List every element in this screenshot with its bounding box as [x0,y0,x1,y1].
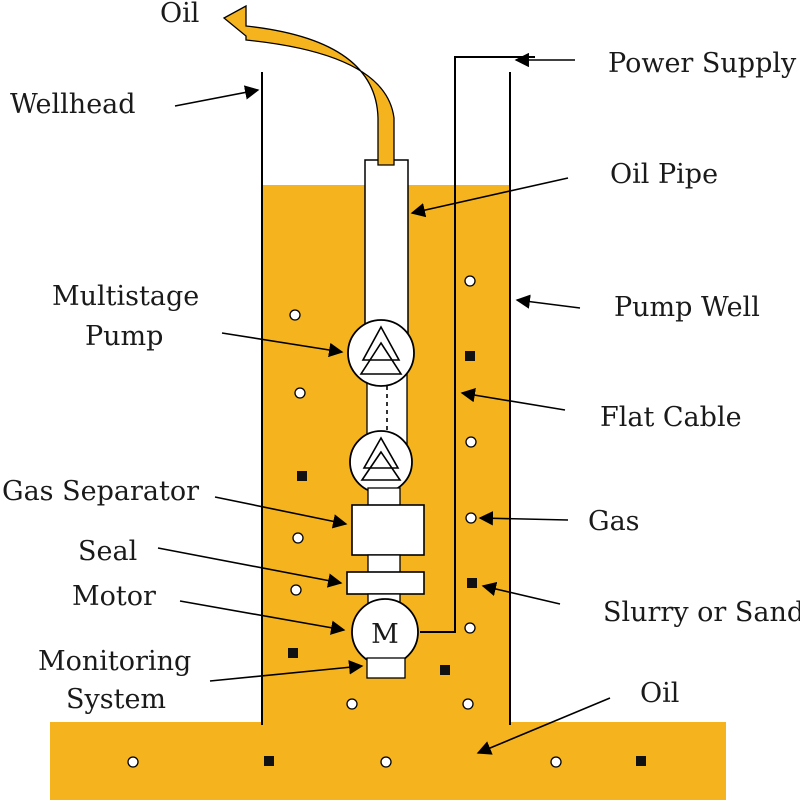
label-seal: Seal [78,536,137,567]
sand-particle [264,756,274,766]
gas-separator-neck [367,487,401,507]
multistage-pump-upper [347,319,415,387]
label-slurry-or-sand: Slurry or Sand [603,597,800,628]
label-motor: Motor [72,581,156,612]
label-monitoring-1: Monitoring [38,646,191,677]
gas-separator-body [351,504,425,556]
monitoring-system-unit [366,657,406,679]
label-gas: Gas [588,506,640,537]
sand-particle [636,756,646,766]
oil-pipe [364,159,409,346]
label-oil-pipe: Oil Pipe [610,159,718,190]
label-oil-bottom: Oil [640,678,679,709]
seal-body [346,571,425,595]
gas-bubble [550,756,562,768]
gas-bubble [462,698,474,710]
label-wellhead: Wellhead [10,89,136,120]
label-oil-top: Oil [160,0,199,29]
seal-neck [367,554,401,574]
oil-outflow-arrow [222,4,395,166]
gas-bubble [464,275,476,287]
flat-cable [420,56,535,633]
gas-bubbles [127,275,562,768]
sand-particle [467,578,477,588]
gas-bubble [294,387,306,399]
gas-bubble [346,698,358,710]
gas-bubble [290,584,302,596]
label-flat-cable: Flat Cable [600,402,742,433]
labels: Oil Wellhead Power Supply Oil Pipe Multi… [2,0,800,715]
label-multistage-pump-1: Multistage [52,281,199,312]
gas-bubble [464,622,476,634]
sand-particle [297,471,307,481]
motor: M [351,598,419,666]
gas-bubble [465,512,477,524]
label-power-supply: Power Supply [608,48,797,79]
sand-particle [465,351,475,361]
gas-bubble [380,756,392,768]
esp-assembly: M [346,319,425,679]
leader-arrows [157,52,611,755]
gas-bubble [292,532,304,544]
multistage-pump-lower [349,430,413,494]
label-gas-separator: Gas Separator [2,476,199,507]
sand-particles [264,351,646,766]
gas-bubble [127,756,139,768]
gas-bubble [289,309,301,321]
gas-bubble [465,436,477,448]
label-multistage-pump-2: Pump [85,321,163,352]
sand-particle [440,665,450,675]
motor-symbol: M [371,619,399,650]
label-monitoring-2: System [66,684,166,715]
sand-particle [288,648,298,658]
label-pump-well: Pump Well [614,292,760,323]
